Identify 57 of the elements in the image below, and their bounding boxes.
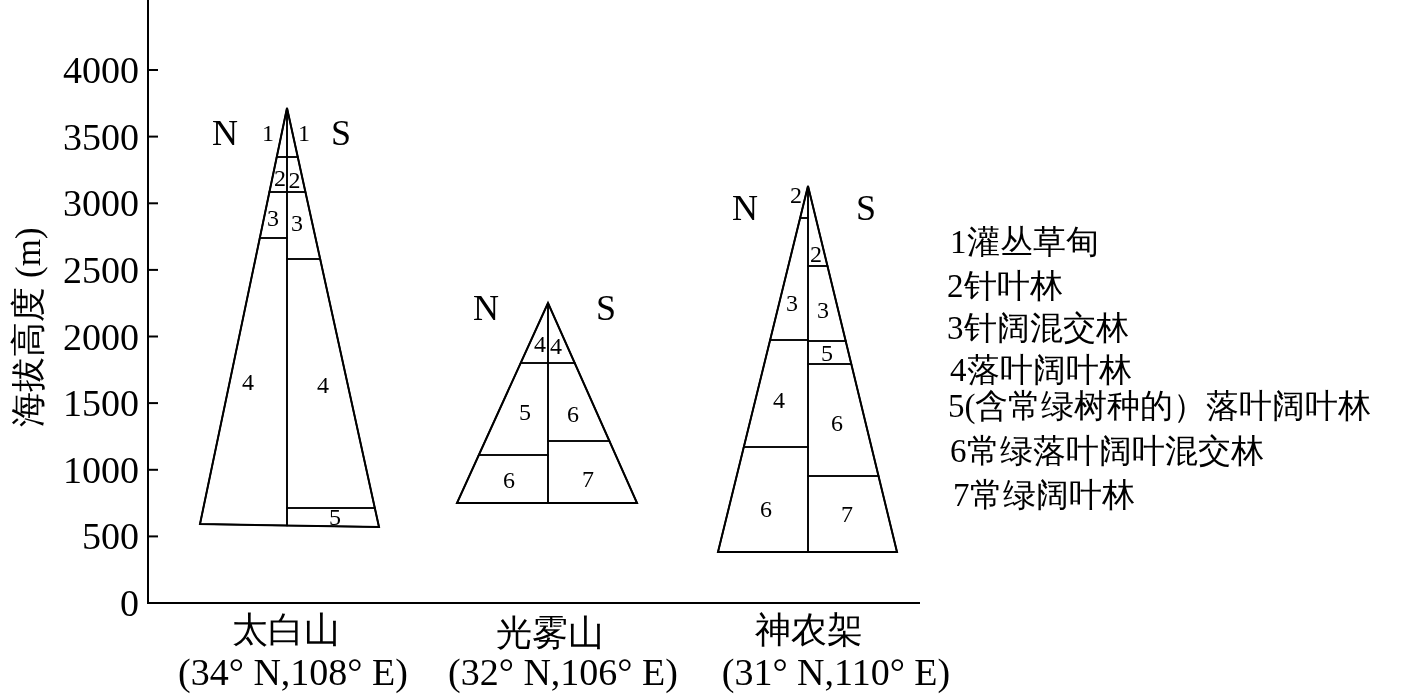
- tick-label: 3500: [63, 117, 139, 156]
- legend-entry: 4落叶阔叶林: [950, 353, 1132, 387]
- zone-number: 7: [582, 467, 594, 491]
- coordinates-label: (32° N,106° E): [448, 653, 678, 691]
- direction-label: N: [212, 115, 238, 151]
- direction-label: S: [856, 190, 876, 226]
- zone-number: 6: [503, 468, 515, 492]
- vegetation-zone: [805, 473, 900, 555]
- tick-label: 4000: [63, 51, 139, 89]
- vegetation-zone: [715, 444, 811, 555]
- zone-number: 4: [773, 388, 785, 412]
- zone-number: 1: [298, 121, 310, 145]
- zone-number: 1: [262, 121, 274, 145]
- zone-number: 6: [567, 402, 579, 426]
- zone-number: 5: [519, 400, 531, 424]
- direction-label: S: [596, 290, 616, 326]
- tick-label: 1500: [63, 384, 139, 423]
- zone-number: 5: [821, 340, 833, 365]
- tick-label: 0: [120, 584, 139, 622]
- zone-number: 3: [817, 298, 829, 322]
- zone-number: 7: [841, 502, 853, 526]
- mountain-name: 神农架: [755, 612, 863, 648]
- coordinates-label: (31° N,110° E): [721, 653, 951, 691]
- zone-number: 3: [267, 206, 279, 230]
- legend-entry: 2针叶林: [947, 269, 1063, 303]
- tick-label: 2000: [63, 317, 139, 356]
- legend-entry: 7常绿阔叶林: [953, 478, 1135, 512]
- tick-label: 3000: [63, 184, 139, 223]
- legend-entry: 6常绿落叶阔叶混交林: [950, 434, 1264, 468]
- tick-label: 2500: [63, 250, 139, 289]
- zone-number: 4: [550, 334, 562, 358]
- coordinates-label: (34° N,108° E): [178, 653, 408, 691]
- zone-number: 4: [242, 370, 254, 394]
- direction-label: N: [473, 290, 499, 326]
- zone-number: 2: [274, 166, 286, 190]
- zone-number: 3: [291, 211, 303, 235]
- legend-entry: 3针阔混交林: [947, 311, 1129, 345]
- mountain-name: 光雾山: [496, 615, 604, 651]
- zone-number: 6: [831, 411, 843, 435]
- zone-number: 5: [329, 505, 341, 529]
- zone-number: 4: [534, 332, 546, 356]
- zone-number: 6: [760, 497, 772, 521]
- vegetation-zone: [197, 235, 290, 529]
- tick-label: 1000: [63, 450, 139, 489]
- legend-entry: 5(含常绿树种的）落叶阔叶林: [948, 389, 1372, 423]
- zone-number: 2: [288, 168, 301, 192]
- legend-entry: 1灌丛草甸: [950, 225, 1099, 259]
- direction-label: N: [732, 190, 758, 226]
- zone-number: 3: [786, 291, 798, 315]
- mountain-name: 太白山: [232, 612, 340, 648]
- zone-number: 4: [317, 373, 329, 397]
- vegetation-zone: [545, 438, 640, 506]
- direction-label: S: [331, 115, 351, 151]
- axis-title: 海拔高度 (m): [10, 227, 46, 427]
- zone-number: 2: [790, 183, 802, 207]
- tick-label: 500: [82, 517, 139, 556]
- zone-number: 2: [810, 242, 822, 266]
